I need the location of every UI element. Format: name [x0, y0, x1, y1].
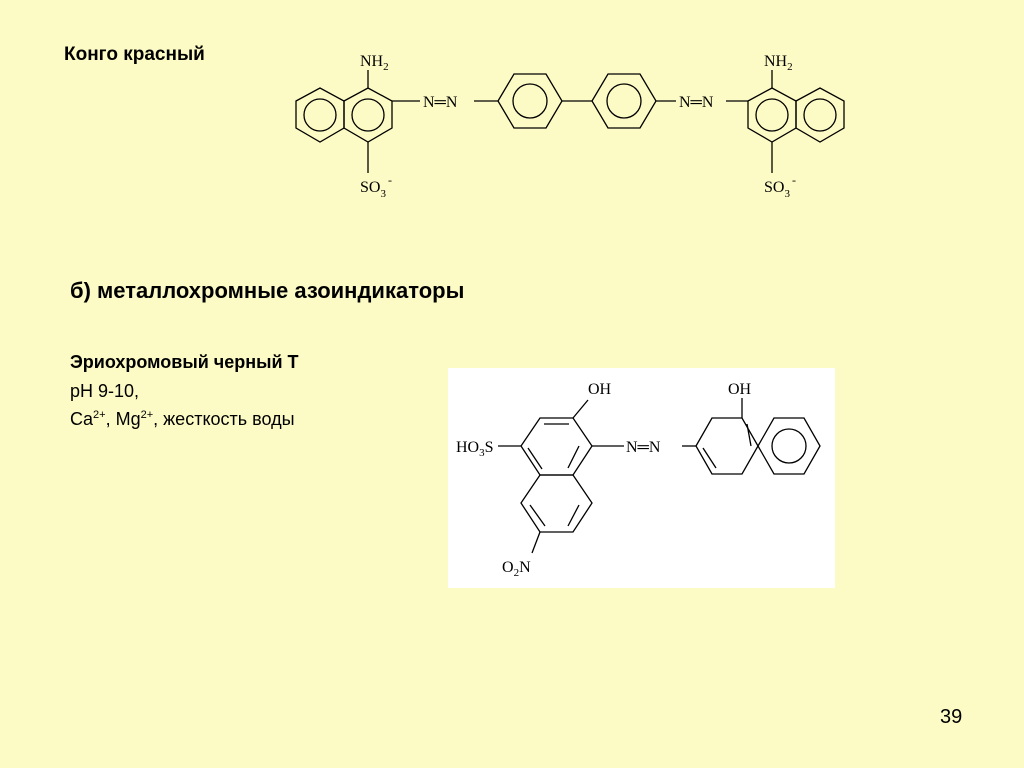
- ring-right-inner: [747, 87, 797, 143]
- erio-ring-bottom: [520, 474, 593, 533]
- ring-right-inner-circle: [755, 98, 789, 132]
- erio-ring-right-a: [695, 417, 759, 475]
- ring-left-outer: [295, 87, 345, 143]
- metal-ions-line: Ca2+, Mg2+, жесткость воды: [70, 409, 295, 429]
- azo-group-left: N═N: [423, 94, 458, 111]
- ring-left-inner-circle: [351, 98, 385, 132]
- ph-range: pH 9-10,: [70, 381, 140, 401]
- eriochrome-structure: OH OH HO3S N═N O2N: [456, 381, 821, 579]
- ring-right-outer: [795, 87, 845, 143]
- azo-group: N═N: [626, 439, 661, 456]
- congo-red-title: Конго красный: [64, 44, 205, 65]
- hydroxyl-label-right: OH: [728, 381, 752, 398]
- phenyl-ring-2-circle: [606, 83, 642, 119]
- erio-ring-right-b-circle: [771, 428, 807, 464]
- azo-group-right: N═N: [679, 94, 714, 111]
- eriochrome-structure-panel: OH OH HO3S N═N O2N: [448, 368, 835, 588]
- sulfonate-label-left: SO3-: [360, 173, 392, 200]
- amine-label-left: NH2: [360, 53, 389, 73]
- congo-red-structure: NH2 SO3- N═N N═N NH2 SO3-: [295, 53, 845, 200]
- nitro-label: O2N: [502, 559, 531, 579]
- page-number: 39: [940, 706, 963, 728]
- ring-left-outer-circle: [303, 98, 337, 132]
- phenyl-ring-2: [591, 73, 657, 129]
- amine-label-right: NH2: [764, 53, 793, 73]
- ring-left-inner: [343, 87, 393, 143]
- eriochrome-title: Эриохромовый черный Т: [70, 352, 299, 372]
- phenyl-ring-1-circle: [512, 83, 548, 119]
- hydroxyl-label-left: OH: [588, 381, 612, 398]
- phenyl-ring-1: [497, 73, 563, 129]
- section-heading: б) металлохромные азоиндикаторы: [70, 278, 465, 303]
- erio-ring-top: [520, 417, 593, 476]
- sulfonate-label-right: SO3-: [764, 173, 796, 200]
- erio-ring-right-b: [757, 417, 821, 475]
- sulfonic-acid-label: HO3S: [456, 439, 494, 459]
- ring-right-outer-circle: [803, 98, 837, 132]
